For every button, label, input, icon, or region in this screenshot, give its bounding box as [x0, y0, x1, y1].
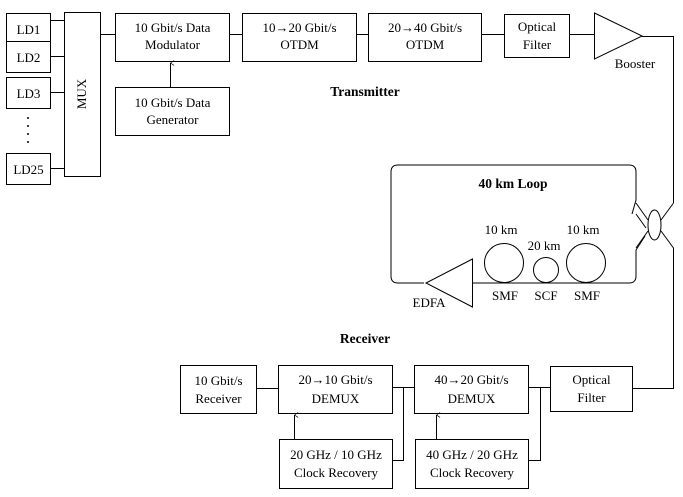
laser-ld25: LD25 [6, 153, 51, 185]
generator-label-1: 10 Gbit/s Data [135, 95, 211, 110]
laser-ld1-label: LD1 [17, 22, 41, 37]
otdm-10-20: 10→20 Gbit/s OTDM [242, 13, 357, 62]
generator-label-2: Generator [147, 112, 200, 127]
otdm2-label-1: 20→40 Gbit/s [388, 20, 462, 35]
spool2-type: SCF [534, 288, 557, 303]
spool3-length: 10 km [567, 222, 600, 237]
loop-coupler [632, 202, 674, 389]
fiber-spool-smf-1: 10 km SMF [484, 222, 524, 303]
demux1-label-2: DEMUX [312, 391, 360, 406]
spool1-length: 10 km [485, 222, 518, 237]
rx-filter-label-1: Optical [572, 372, 611, 387]
clock1-label-2: Clock Recovery [294, 465, 379, 480]
receiver-label-1: 10 Gbit/s [194, 373, 242, 388]
spool2-length: 20 km [528, 238, 561, 253]
otdm1-label-2: OTDM [280, 37, 319, 52]
demux2-label-2: DEMUX [448, 391, 496, 406]
mux-label: MUX [74, 78, 89, 109]
booster-label: Booster [615, 56, 656, 71]
rx-optical-filter: Optical Filter [550, 366, 633, 412]
modulator-label-2: Modulator [145, 37, 201, 52]
rx-10g-receiver: 10 Gbit/s Receiver [180, 365, 257, 414]
laser-ld1: LD1 [6, 13, 51, 45]
clock2-label-1: 40 GHz / 20 GHz [426, 447, 518, 462]
loop-title: 40 km Loop [478, 176, 547, 191]
spool3-type: SMF [574, 288, 600, 303]
transmitter-title: Transmitter [330, 84, 399, 99]
clock2-label-2: Clock Recovery [430, 465, 515, 480]
clock-recovery-40-20: 40 GHz / 20 GHz Clock Recovery [415, 439, 529, 489]
tx-filter-label-2: Filter [523, 37, 552, 52]
demux2-label-1: 40→20 Gbit/s [434, 372, 508, 387]
fiber-spool-scf: 20 km SCF [528, 238, 561, 303]
spool1-type: SMF [492, 288, 518, 303]
laser-ld25-label: LD25 [13, 162, 43, 177]
demux-40-20: 40→20 Gbit/s DEMUX [414, 365, 529, 414]
demux2-demux1-links [392, 387, 414, 461]
receiver-label-2: Receiver [195, 391, 242, 406]
fiber-spool-smf-2: 10 km SMF [566, 222, 606, 303]
laser-ld2: LD2 [6, 41, 51, 73]
laser-mux-links [50, 20, 64, 169]
tx-filter-label-1: Optical [518, 19, 557, 34]
data-generator: 10 Gbit/s Data Generator [115, 87, 230, 136]
booster-amplifier: Booster [594, 12, 656, 71]
edfa-amplifier: EDFA [413, 258, 473, 310]
tx-optical-filter: Optical Filter [504, 14, 570, 58]
demux-20-10: 20→10 Gbit/s DEMUX [278, 365, 393, 414]
clock1-label-1: 20 GHz / 10 GHz [290, 447, 382, 462]
edfa-label: EDFA [413, 295, 447, 310]
recirculating-loop: 40 km Loop [390, 164, 647, 284]
modulator-label-1: 10 Gbit/s Data [135, 20, 211, 35]
laser-ld3-label: LD3 [17, 86, 41, 101]
demux1-label-1: 20→10 Gbit/s [298, 372, 372, 387]
filter-demux2-links [528, 387, 550, 461]
booster-to-coupler-line [642, 36, 674, 203]
rx-filter-label-2: Filter [577, 390, 606, 405]
otdm-20-40: 20→40 Gbit/s OTDM [368, 13, 482, 62]
mux-block: MUX [64, 12, 101, 177]
laser-ld2-label: LD2 [17, 50, 41, 65]
clock-recovery-20-10: 20 GHz / 10 GHz Clock Recovery [279, 439, 393, 489]
otdm2-label-2: OTDM [406, 37, 445, 52]
receiver-title: Receiver [340, 331, 390, 346]
laser-ld3: LD3 [6, 77, 51, 109]
otdm1-label-1: 10→20 Gbit/s [262, 20, 336, 35]
data-modulator: 10 Gbit/s Data Modulator [115, 13, 230, 62]
laser-ellipsis [27, 117, 29, 143]
